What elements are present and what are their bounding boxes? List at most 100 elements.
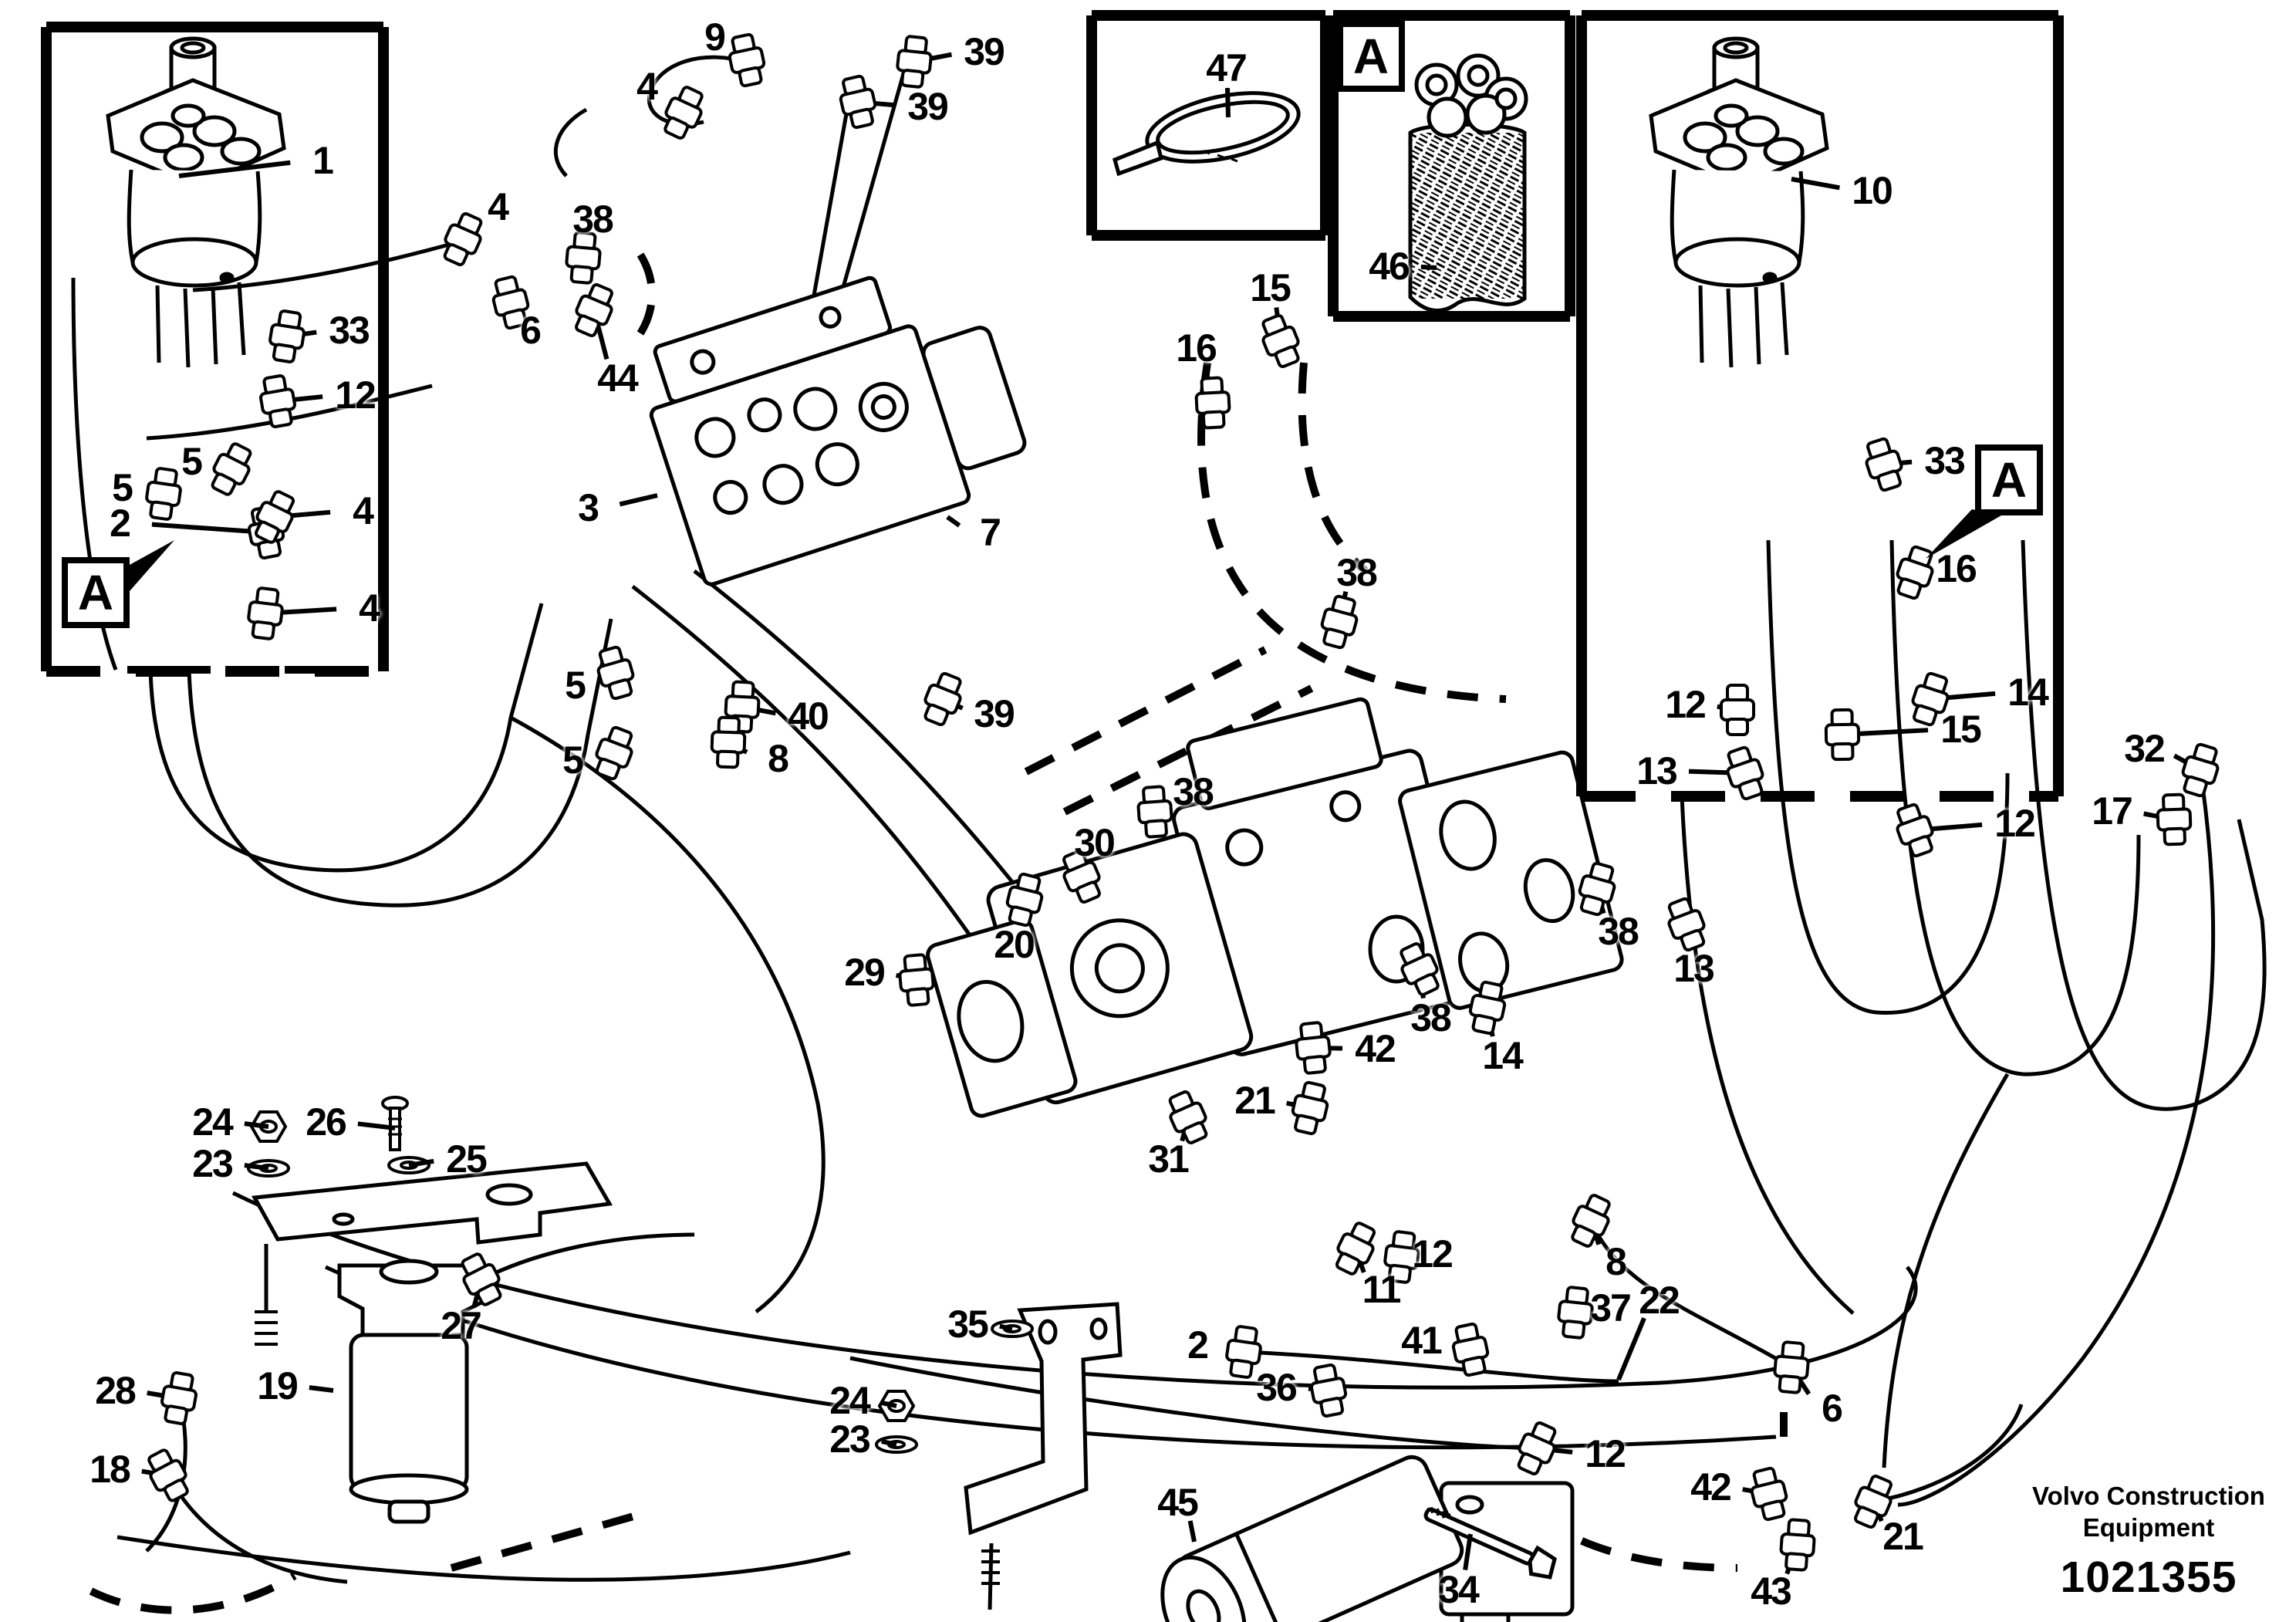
fitting-glyph — [1660, 894, 1713, 955]
callout-8: 8 — [1606, 1240, 1627, 1283]
callout-19: 19 — [257, 1364, 299, 1407]
cable-tie-47 — [1112, 91, 1301, 177]
leader-line-19 — [309, 1385, 334, 1393]
callout-7: 7 — [980, 511, 1001, 554]
filter-45 — [1160, 1455, 1575, 1622]
detail-marker-pointer — [130, 540, 174, 591]
fitting-glyph — [917, 668, 969, 730]
callout-40: 40 — [788, 694, 829, 738]
callout-4: 4 — [353, 489, 374, 532]
leader-line-26 — [357, 1121, 396, 1130]
bracket-35 — [964, 1302, 1123, 1610]
callout-2: 2 — [110, 502, 131, 545]
callout-30: 30 — [1074, 821, 1116, 864]
callout-17: 17 — [2092, 789, 2133, 833]
fitting-glyph — [1254, 310, 1307, 372]
figure-number: 1021355 — [2060, 1552, 2237, 1602]
callout-31: 31 — [1148, 1137, 1190, 1181]
fitting-glyph — [1720, 684, 1755, 736]
callout-12: 12 — [1585, 1432, 1626, 1475]
leader-line-35 — [999, 1323, 1013, 1331]
fitting-glyph — [1315, 592, 1363, 652]
callout-38: 38 — [1598, 910, 1639, 953]
fitting-glyph — [436, 208, 490, 270]
fitting-glyph — [893, 33, 935, 90]
callout-25: 25 — [446, 1137, 488, 1181]
callout-15: 15 — [1250, 266, 1292, 309]
callout-16: 16 — [1176, 326, 1217, 370]
leader-line-2 — [151, 522, 267, 535]
callout-39: 39 — [974, 692, 1015, 735]
leader-line-34 — [1463, 1533, 1473, 1571]
hydraulic-pump — [926, 697, 1624, 1118]
fitting-glyph — [657, 82, 711, 144]
callout-45: 45 — [1157, 1481, 1199, 1524]
leader-line-24 — [881, 1401, 897, 1408]
callout-47: 47 — [1206, 46, 1248, 90]
leader-line-23 — [881, 1439, 897, 1447]
callout-12: 12 — [335, 373, 376, 417]
callout-27: 27 — [441, 1304, 482, 1347]
callout-21: 21 — [1234, 1079, 1276, 1122]
callout-38: 38 — [1410, 996, 1452, 1039]
fitting-glyph — [142, 465, 185, 522]
fitting-glyph — [588, 722, 640, 784]
fitting-glyph — [1135, 784, 1175, 840]
callout-12: 12 — [1994, 802, 2036, 845]
right-pilot-valve — [1651, 39, 1827, 367]
fitting-glyph — [711, 717, 745, 767]
callout-12: 12 — [1412, 1232, 1454, 1276]
callout-38: 38 — [1336, 551, 1378, 594]
fitting-glyph — [1889, 542, 1940, 603]
callout-4: 4 — [636, 65, 658, 108]
fitting-glyph — [1306, 1361, 1351, 1420]
fitting-glyph — [591, 643, 640, 703]
right-control-valve-box — [1576, 10, 2064, 802]
callout-22: 22 — [1639, 1279, 1680, 1322]
callout-13: 13 — [1673, 947, 1715, 990]
callout-34: 34 — [1438, 1568, 1480, 1611]
callout-5: 5 — [562, 738, 584, 782]
callout-4: 4 — [359, 586, 380, 630]
callout-23: 23 — [829, 1418, 871, 1461]
callout-11: 11 — [1362, 1268, 1402, 1311]
callout-37: 37 — [1590, 1286, 1632, 1330]
callout-46: 46 — [1369, 245, 1410, 288]
callout-20: 20 — [994, 923, 1035, 966]
fitting-glyph — [1778, 1517, 1818, 1573]
callout-12: 12 — [1665, 683, 1707, 726]
detail-marker-A-2: A — [1337, 21, 1405, 92]
fitting-glyph — [835, 73, 881, 131]
callout-14: 14 — [1482, 1034, 1524, 1077]
callout-42: 42 — [1355, 1027, 1396, 1070]
hose-routing-lines — [71, 55, 2267, 1584]
callout-2: 2 — [1187, 1323, 1209, 1367]
fitting-glyph — [157, 1369, 201, 1428]
title-block: Volvo Construction Equipment 1021355 — [2014, 1480, 2284, 1603]
filter-assembly-19 — [251, 1161, 613, 1524]
callout-6: 6 — [1822, 1387, 1843, 1430]
fitting-glyph — [1824, 708, 1861, 762]
fitting-glyph — [1510, 1418, 1564, 1479]
callout-21: 21 — [1882, 1515, 1924, 1558]
fitting-glyph — [1720, 742, 1771, 804]
fitting-glyph — [245, 585, 286, 642]
fitting-glyph — [1287, 1079, 1333, 1137]
leader-line-24 — [244, 1121, 269, 1129]
callout-43: 43 — [1751, 1570, 1792, 1613]
leader-line-46 — [1420, 264, 1437, 270]
leader-line-22 — [1616, 1317, 1646, 1381]
callout-16: 16 — [1936, 547, 1977, 590]
hose-wrap-46 — [1408, 53, 1528, 313]
callout-26: 26 — [306, 1100, 347, 1144]
callout-39: 39 — [907, 85, 949, 128]
fitting-glyph — [2157, 794, 2191, 844]
cable-tie-box — [1086, 10, 1331, 241]
callout-8: 8 — [768, 737, 789, 780]
left-pilot-valve — [108, 39, 284, 367]
callout-35: 35 — [947, 1303, 989, 1346]
leader-line-47 — [1224, 87, 1231, 118]
callout-1: 1 — [312, 139, 334, 182]
